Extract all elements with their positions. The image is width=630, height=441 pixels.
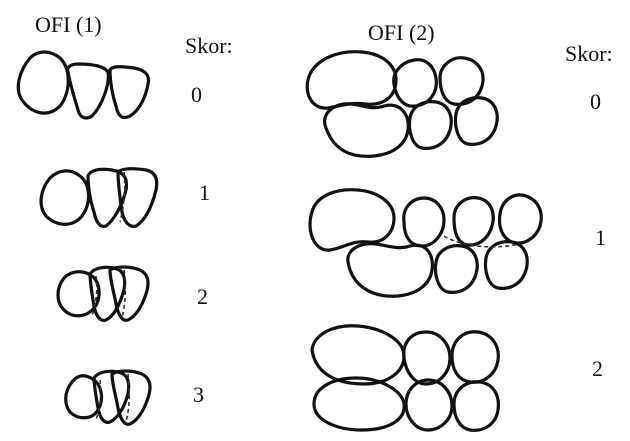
lower-premolar-1 — [436, 246, 478, 293]
upper-premolar-2 — [452, 332, 498, 383]
tooth-central-left — [67, 64, 108, 118]
upper-premolar-1 — [394, 60, 437, 107]
upper-premolar-1 — [404, 332, 450, 384]
upper-premolar-2 — [454, 198, 493, 245]
ofi2-row-0-teeth — [307, 52, 497, 157]
ofi1-row-3-teeth — [66, 371, 150, 424]
lower-premolar-1 — [406, 380, 452, 430]
lower-molar — [314, 378, 404, 430]
ofi1-row-2-teeth — [58, 267, 148, 320]
ofi1-row-1-teeth — [41, 169, 157, 227]
ofi1-row-0-teeth — [18, 52, 148, 118]
upper-premolar-1 — [404, 198, 444, 246]
tooth-central-right — [110, 67, 148, 118]
lower-molar — [325, 104, 409, 157]
lower-premolar-2 — [456, 98, 498, 145]
lower-molar — [348, 244, 432, 297]
upper-premolar-3 — [500, 195, 542, 243]
tooth-lateral-left — [18, 52, 68, 113]
lower-premolar-1 — [410, 102, 452, 149]
lower-premolar-2 — [454, 382, 498, 431]
tooth-lateral-left — [41, 171, 89, 224]
upper-molar — [310, 190, 394, 250]
ofi2-row-1-teeth — [310, 190, 541, 297]
ofi2-row-2-teeth — [312, 326, 498, 431]
lower-premolar-2 — [486, 242, 528, 289]
upper-molar — [312, 326, 404, 384]
upper-molar — [307, 52, 396, 108]
